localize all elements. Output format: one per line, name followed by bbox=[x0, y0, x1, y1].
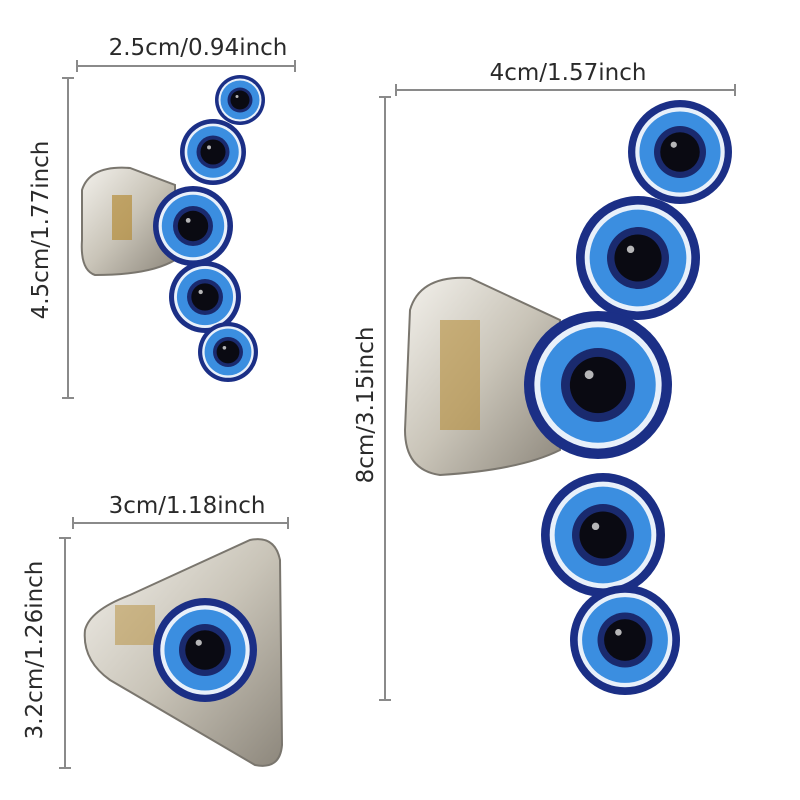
triangle-clip bbox=[83, 538, 284, 767]
small-height-label: 4.5cm/1.77inch bbox=[28, 141, 54, 320]
small-width-label: 2.5cm/0.94inch bbox=[109, 35, 288, 61]
small-clip bbox=[80, 75, 265, 382]
dimension-lines bbox=[59, 60, 736, 769]
triangle-height-label: 3.2cm/1.26inch bbox=[22, 561, 48, 740]
large-height-label: 8cm/3.15inch bbox=[353, 327, 379, 484]
large-clip bbox=[403, 100, 732, 695]
triangle-width-label: 3cm/1.18inch bbox=[109, 493, 266, 519]
large-width-label: 4cm/1.57inch bbox=[490, 60, 647, 86]
